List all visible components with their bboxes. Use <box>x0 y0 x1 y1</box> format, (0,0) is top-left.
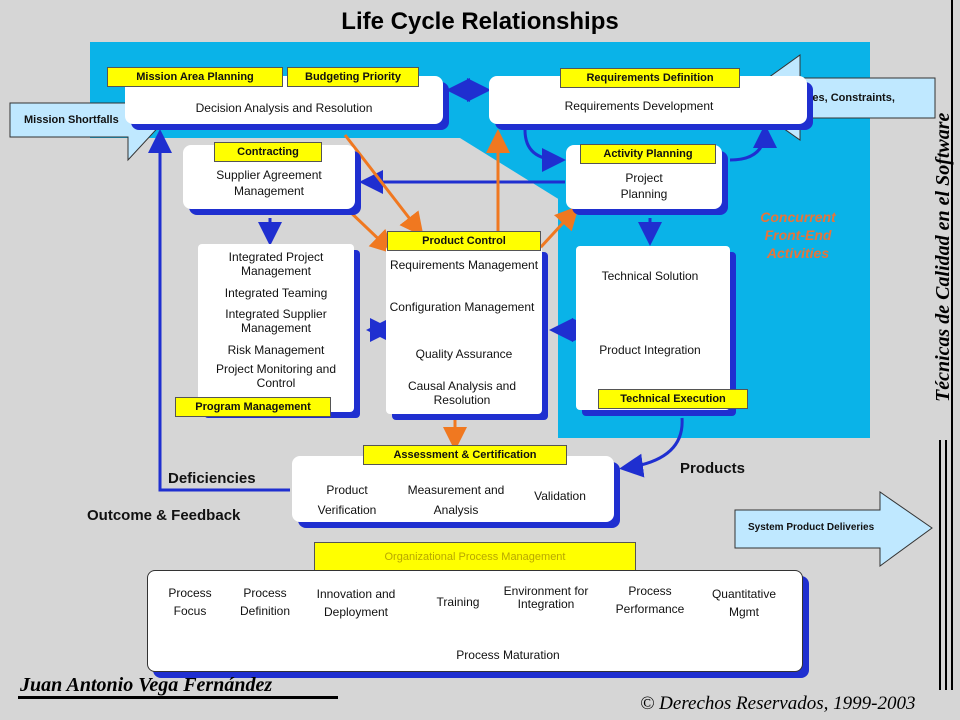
assessment-box <box>292 456 614 522</box>
control-item-4: Causal Analysis and Resolution <box>407 379 517 407</box>
org-process-tag: Organizational Process Management <box>314 542 636 572</box>
planning-label-1: Project <box>625 171 663 185</box>
process-item-5: Environment for Integration <box>503 584 589 611</box>
curve-right <box>729 124 777 162</box>
supplier-label-2: Management <box>233 184 305 198</box>
req-dev-label: Requirements Development <box>564 99 714 113</box>
page-title: Life Cycle Relationships <box>341 8 619 35</box>
program-box <box>198 244 354 412</box>
assessment-item-2: Measurement and Analysis <box>407 483 505 517</box>
process-item-6: Process Performance <box>615 584 685 616</box>
budgeting-tag: Budgeting Priority <box>287 67 419 87</box>
side-title: Técnicas de Calidad en el Software <box>932 112 954 402</box>
control-item-1: Requirements Management <box>389 258 539 272</box>
control-box <box>386 246 542 414</box>
program-item-1: Integrated Project Management <box>228 250 324 278</box>
concurrent-label: Concurrent Front-End Activities <box>752 208 844 262</box>
author-underline <box>18 696 338 699</box>
concurrent-line-2: Front-End <box>764 227 832 243</box>
mission-shortfalls-label: Mission Shortfalls <box>24 114 119 126</box>
control-item-3: Quality Assurance <box>415 347 513 361</box>
mission-area-tag: Mission Area Planning <box>107 67 283 87</box>
assessment-item-3: Validation <box>534 489 586 503</box>
arrow-tech-assessment <box>619 417 684 478</box>
technical-exec-tag: Technical Execution <box>598 389 748 409</box>
concurrent-line-3: Activities <box>766 245 830 261</box>
process-box <box>147 570 803 672</box>
system-deliveries-arrow <box>734 491 933 567</box>
program-item-3: Integrated Supplier Management <box>225 307 327 335</box>
outcome-label: Outcome & Feedback <box>87 507 241 524</box>
program-item-2: Integrated Teaming <box>224 286 328 300</box>
contracting-tag: Contracting <box>214 142 322 162</box>
orange-decision-control <box>343 134 424 237</box>
author: Juan Antonio Vega Fernández <box>20 674 273 696</box>
tech-box <box>576 246 730 410</box>
process-maturation-label: Process Maturation <box>456 648 560 662</box>
deficiencies-label: Deficiencies <box>168 470 256 487</box>
assessment-item-1: Product Verification <box>317 483 377 517</box>
copyright: © Derechos Reservados, 1999-2003 <box>640 693 916 714</box>
req-def-tag: Requirements Definition <box>560 68 740 88</box>
program-item-5: Project Monitoring and Control <box>215 362 337 390</box>
orange-control-planning <box>538 205 580 250</box>
orange-supplier-control <box>343 205 395 255</box>
process-item-2: Process Definition <box>239 586 291 618</box>
system-deliveries-label: System Product Deliveries <box>748 522 875 533</box>
feedback-loop <box>148 129 290 492</box>
curve-left <box>523 129 566 172</box>
concurrent-line-1: Concurrent <box>760 209 836 225</box>
process-item-3: Innovation and Deployment <box>316 587 396 619</box>
program-mgmt-tag: Program Management <box>175 397 331 417</box>
cyan-wedge <box>460 138 560 200</box>
tech-item-2: Product Integration <box>599 343 701 357</box>
decision-label: Decision Analysis and Resolution <box>195 101 373 115</box>
assessment-tag: Assessment & Certification <box>363 445 567 465</box>
process-item-4: Training <box>436 595 480 609</box>
control-item-2: Configuration Management <box>389 300 535 314</box>
planning-label-2: Planning <box>620 187 668 201</box>
process-item-1: Process Focus <box>168 586 212 618</box>
activity-planning-tag: Activity Planning <box>580 144 716 164</box>
supplier-label-1: Supplier Agreement <box>216 168 322 182</box>
products-label: Products <box>680 460 746 477</box>
process-item-7: Quantitative Mgmt <box>711 587 777 619</box>
tech-item-1: Technical Solution <box>601 269 699 283</box>
product-control-tag: Product Control <box>387 231 541 251</box>
program-item-4: Risk Management <box>227 343 325 357</box>
